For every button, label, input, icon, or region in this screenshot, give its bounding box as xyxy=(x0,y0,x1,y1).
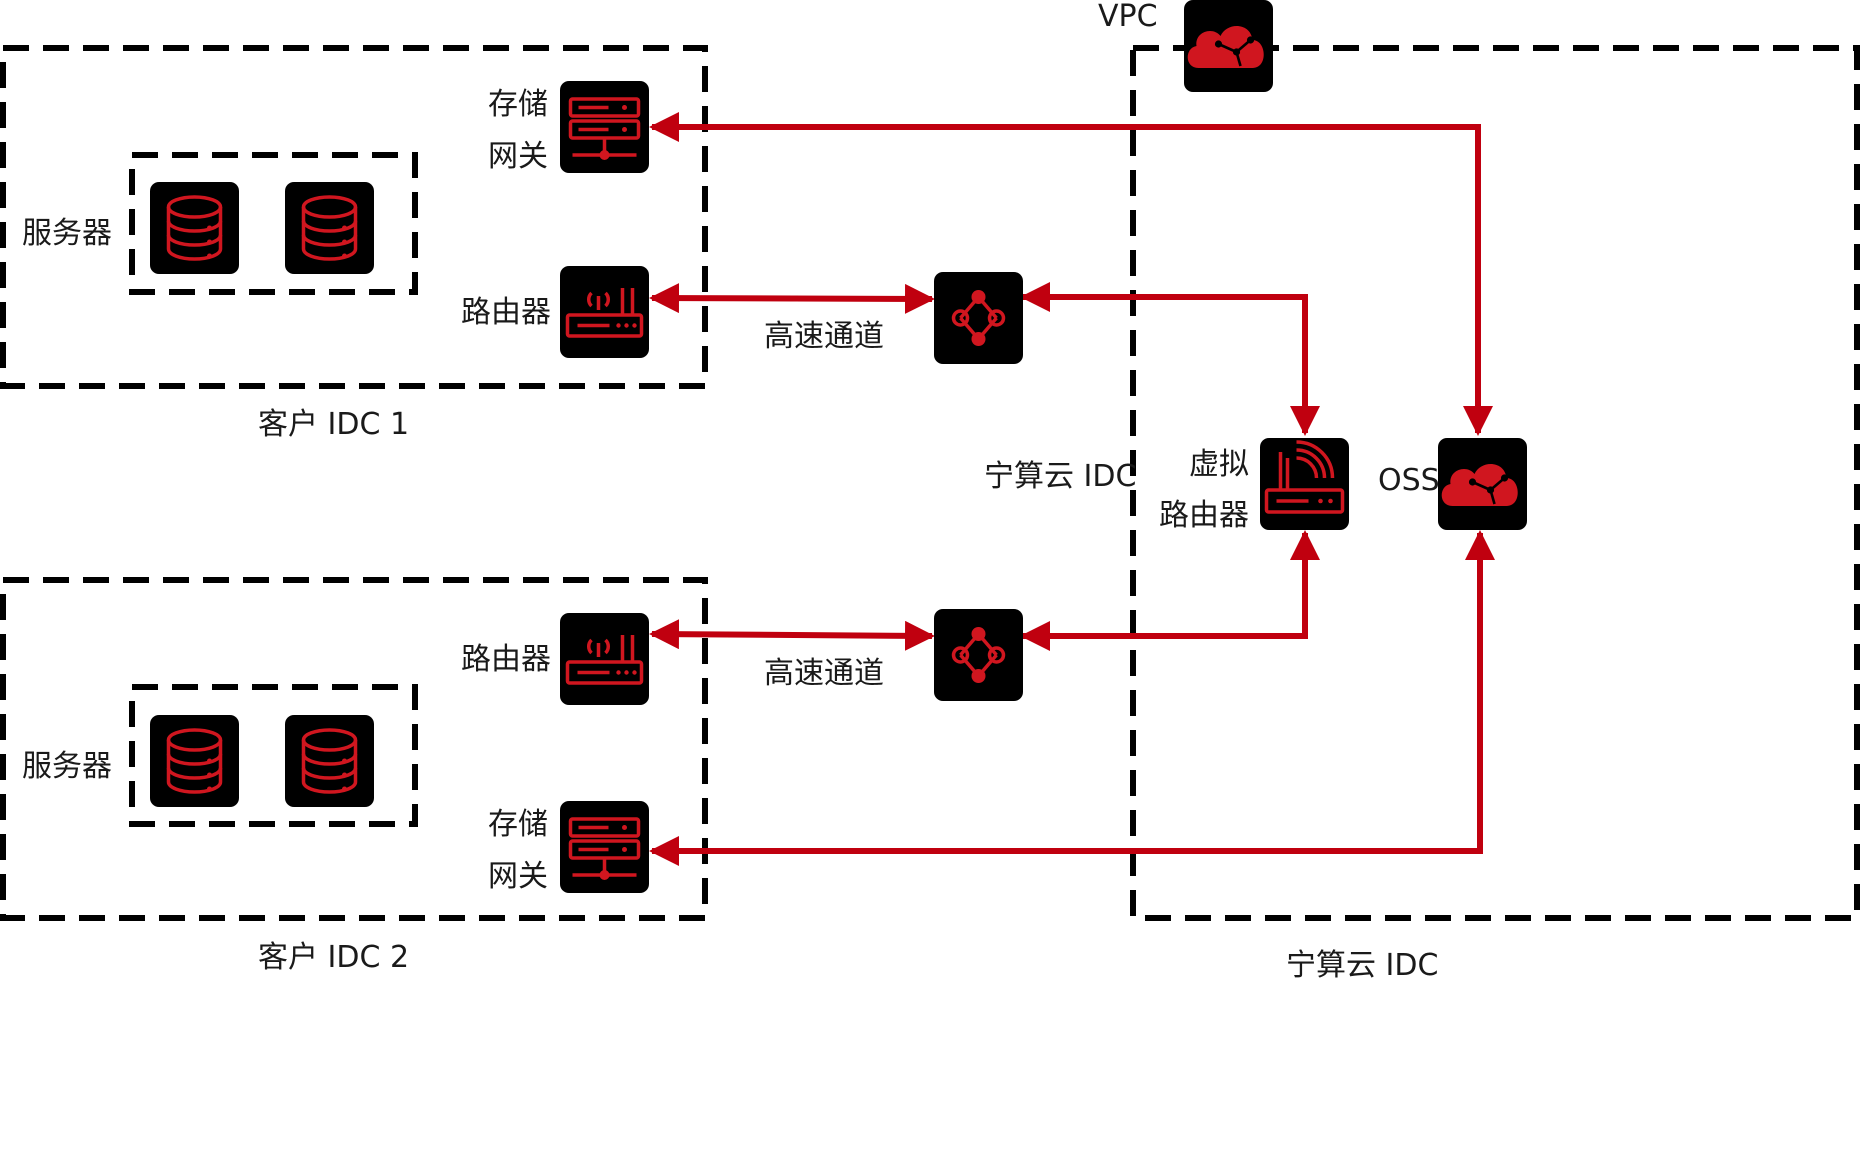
server-group-2-boundary xyxy=(129,684,418,827)
router-2-label: 路由器 xyxy=(461,642,551,677)
ningsuan-idc-bottom-label: 宁算云 IDC xyxy=(1286,948,1438,983)
connector-oss-gateway-1 xyxy=(649,112,1493,436)
vpc-label: VPC xyxy=(1098,0,1158,34)
router-icon xyxy=(560,266,649,358)
virtual-router-label-line2: 路由器 xyxy=(1159,498,1249,533)
connector-oss-gateway-2 xyxy=(649,530,1495,866)
connector-router-2-express-2 xyxy=(649,619,935,651)
database-icon xyxy=(150,182,239,274)
router-1-label: 路由器 xyxy=(461,295,551,330)
storage-gateway-1-label-line2: 网关 xyxy=(488,139,548,174)
server-group-1-boundary xyxy=(129,152,418,295)
ningsuan-idc-boundary xyxy=(1130,45,1860,921)
connector-express-2-virtual-router xyxy=(1020,530,1320,651)
database-icon xyxy=(285,715,374,807)
ningsuan-idc-mid-label: 宁算云 IDC xyxy=(984,459,1136,494)
connectors xyxy=(649,112,1495,866)
highspeed-channel-1-label: 高速通道 xyxy=(764,319,884,354)
storage-gateway-icon xyxy=(560,801,649,893)
cloud-icon xyxy=(1184,0,1273,92)
storage-gateway-2-label-line2: 网关 xyxy=(488,859,548,894)
storage-gateway-1-label-line1: 存储 xyxy=(488,87,548,122)
connector-express-1-virtual-router xyxy=(1020,282,1320,436)
database-icon xyxy=(285,182,374,274)
virtual-router-icon xyxy=(1260,438,1349,530)
server-group-2-label: 服务器 xyxy=(22,749,112,784)
storage-gateway-icon xyxy=(560,81,649,173)
cloud-icon xyxy=(1438,438,1527,530)
highspeed-channel-2-label: 高速通道 xyxy=(764,656,884,691)
connector-router-1-express-1 xyxy=(649,283,935,314)
express-connect-icon xyxy=(934,272,1023,364)
oss-label: OSS xyxy=(1378,463,1440,498)
router-icon xyxy=(560,613,649,705)
express-connect-icon xyxy=(934,609,1023,701)
virtual-router-label-line1: 虚拟 xyxy=(1189,447,1249,482)
database-icon xyxy=(150,715,239,807)
storage-gateway-2-label-line1: 存储 xyxy=(488,807,548,842)
customer-idc-2-label: 客户 IDC 2 xyxy=(258,940,409,975)
server-group-1-label: 服务器 xyxy=(22,216,112,251)
customer-idc-1-label: 客户 IDC 1 xyxy=(258,407,409,442)
